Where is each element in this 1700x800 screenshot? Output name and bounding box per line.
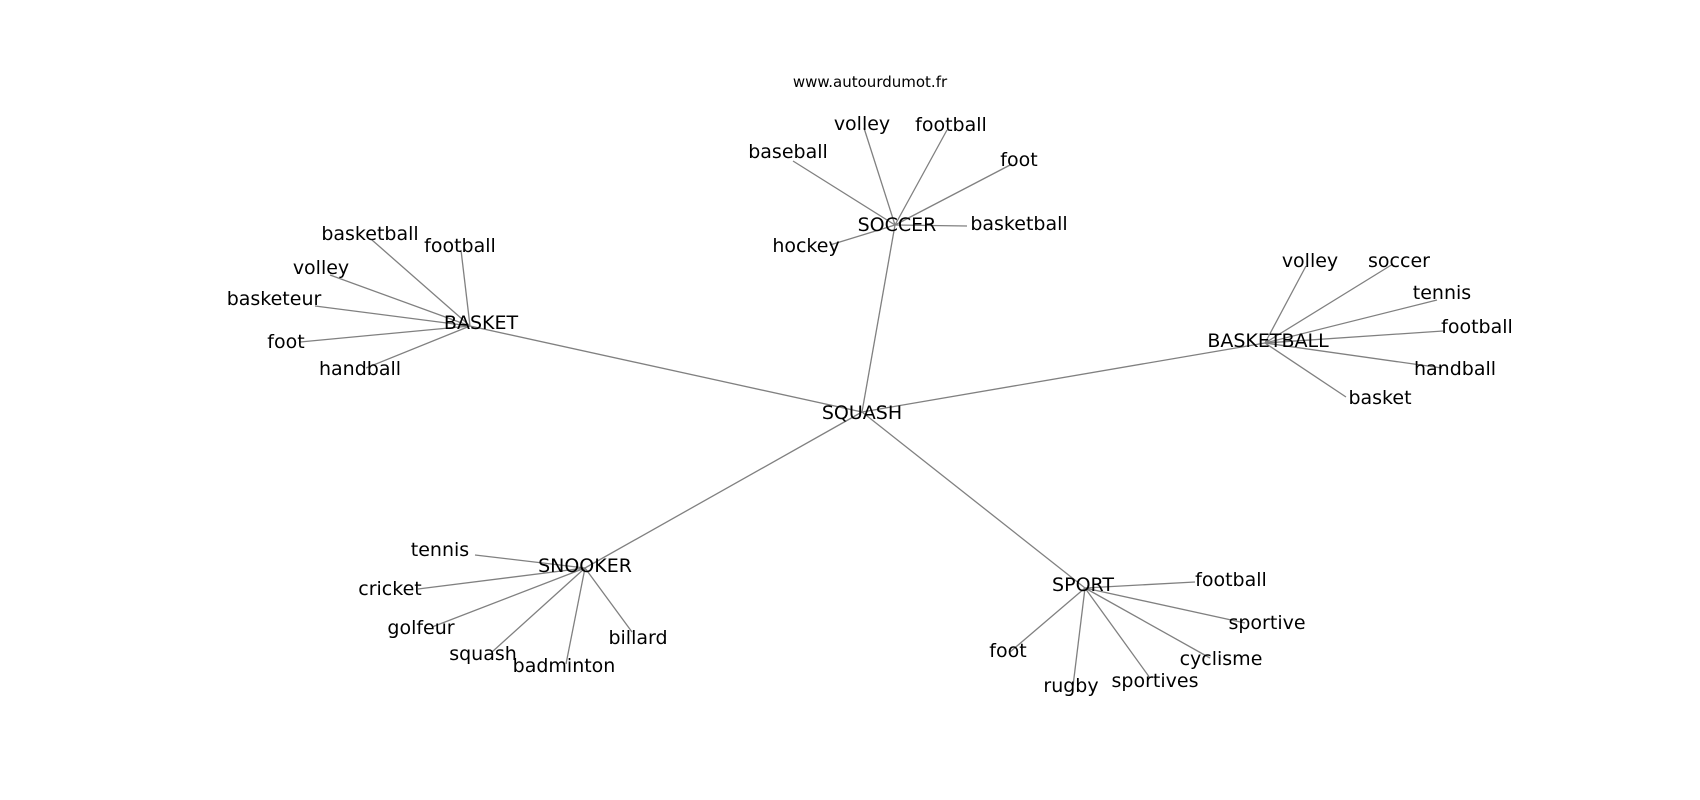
leaf-node-tennis: tennis xyxy=(1413,282,1471,304)
leaf-node-basketball: basketball xyxy=(321,223,418,245)
hub-node-sport: SPORT xyxy=(1052,574,1114,596)
edge-sport-to-football xyxy=(1084,581,1196,589)
edge-basket-to-volley xyxy=(329,274,471,327)
leaf-node-golfeur: golfeur xyxy=(387,617,454,639)
hub-node-snooker: SNOOKER xyxy=(538,555,632,577)
edge-root-to-soccer xyxy=(861,224,896,413)
edge-basketball-to-tennis xyxy=(1264,299,1438,344)
leaf-node-football: football xyxy=(1441,316,1513,338)
edge-basket-to-foot xyxy=(299,325,471,343)
edge-basket-to-basketeur xyxy=(314,305,471,327)
leaf-node-volley: volley xyxy=(1282,250,1338,272)
edge-basketball-to-soccer xyxy=(1264,263,1394,344)
edge-root-to-snooker xyxy=(584,411,863,569)
leaf-node-football: football xyxy=(1195,569,1267,591)
root-node: SQUASH xyxy=(822,402,902,424)
edge-basketball-to-basket xyxy=(1264,342,1347,398)
leaf-node-badminton: badminton xyxy=(513,655,616,677)
leaf-node-baseball: baseball xyxy=(748,141,828,163)
leaf-node-foot: foot xyxy=(989,640,1026,662)
edge-sport-to-sportive xyxy=(1084,587,1246,624)
leaf-node-football: football xyxy=(915,114,987,136)
leaf-node-tennis: tennis xyxy=(411,539,469,561)
leaf-node-basketball: basketball xyxy=(970,213,1067,235)
edge-basket-to-handball xyxy=(365,325,471,369)
edge-soccer-to-football xyxy=(894,129,948,226)
edge-soccer-to-volley xyxy=(863,127,896,226)
edge-root-to-basket xyxy=(469,325,863,413)
hub-node-basket: BASKET xyxy=(444,312,519,334)
edge-sport-to-cyclisme xyxy=(1084,587,1211,659)
leaf-node-sportives: sportives xyxy=(1112,670,1199,692)
leaf-node-volley: volley xyxy=(293,257,349,279)
leaf-node-foot: foot xyxy=(267,331,304,353)
hub-node-basketball: BASKETBALL xyxy=(1207,330,1329,352)
leaf-node-volley: volley xyxy=(834,113,890,135)
edge-soccer-to-basketball xyxy=(894,224,968,227)
edges xyxy=(299,127,1444,687)
leaf-node-handball: handball xyxy=(319,358,401,380)
leaf-node-rugby: rugby xyxy=(1043,675,1098,697)
edge-sport-to-rugby xyxy=(1072,587,1086,687)
edge-basket-to-basketball xyxy=(371,239,471,327)
leaf-node-hockey: hockey xyxy=(772,235,839,257)
leaf-node-billard: billard xyxy=(608,627,667,649)
leaf-node-foot: foot xyxy=(1000,149,1037,171)
leaf-node-basketeur: basketeur xyxy=(227,288,322,310)
leaf-node-soccer: soccer xyxy=(1368,250,1430,272)
edge-snooker-to-squash xyxy=(491,567,586,653)
hub-node-soccer: SOCCER xyxy=(858,214,937,236)
edge-sport-to-sportives xyxy=(1084,587,1151,679)
edge-basket-to-football xyxy=(460,249,471,327)
leaf-node-cyclisme: cyclisme xyxy=(1180,648,1263,670)
edge-soccer-to-foot xyxy=(894,163,1013,226)
edge-snooker-to-badminton xyxy=(565,567,586,665)
leaf-node-handball: handball xyxy=(1414,358,1496,380)
leaf-node-basket: basket xyxy=(1348,387,1411,409)
edge-soccer-to-baseball xyxy=(792,160,896,226)
edge-snooker-to-billard xyxy=(584,567,633,633)
leaf-node-cricket: cricket xyxy=(358,578,421,600)
edge-root-to-basketball xyxy=(861,342,1266,413)
edge-basketball-to-volley xyxy=(1264,265,1307,344)
edge-basketball-to-football xyxy=(1264,330,1444,344)
leaf-node-football: football xyxy=(424,235,496,257)
edge-root-to-sport xyxy=(861,411,1086,589)
leaf-node-sportive: sportive xyxy=(1228,612,1305,634)
edge-sport-to-foot xyxy=(1009,587,1086,653)
edge-snooker-to-golfeur xyxy=(431,567,586,628)
edge-basketball-to-handball xyxy=(1264,342,1443,369)
watermark: www.autourdumot.fr xyxy=(793,73,948,91)
edge-soccer-to-hockey xyxy=(829,224,896,246)
edge-snooker-to-cricket xyxy=(417,567,586,590)
edge-snooker-to-tennis xyxy=(474,554,586,569)
leaf-node-squash: squash xyxy=(449,643,517,665)
